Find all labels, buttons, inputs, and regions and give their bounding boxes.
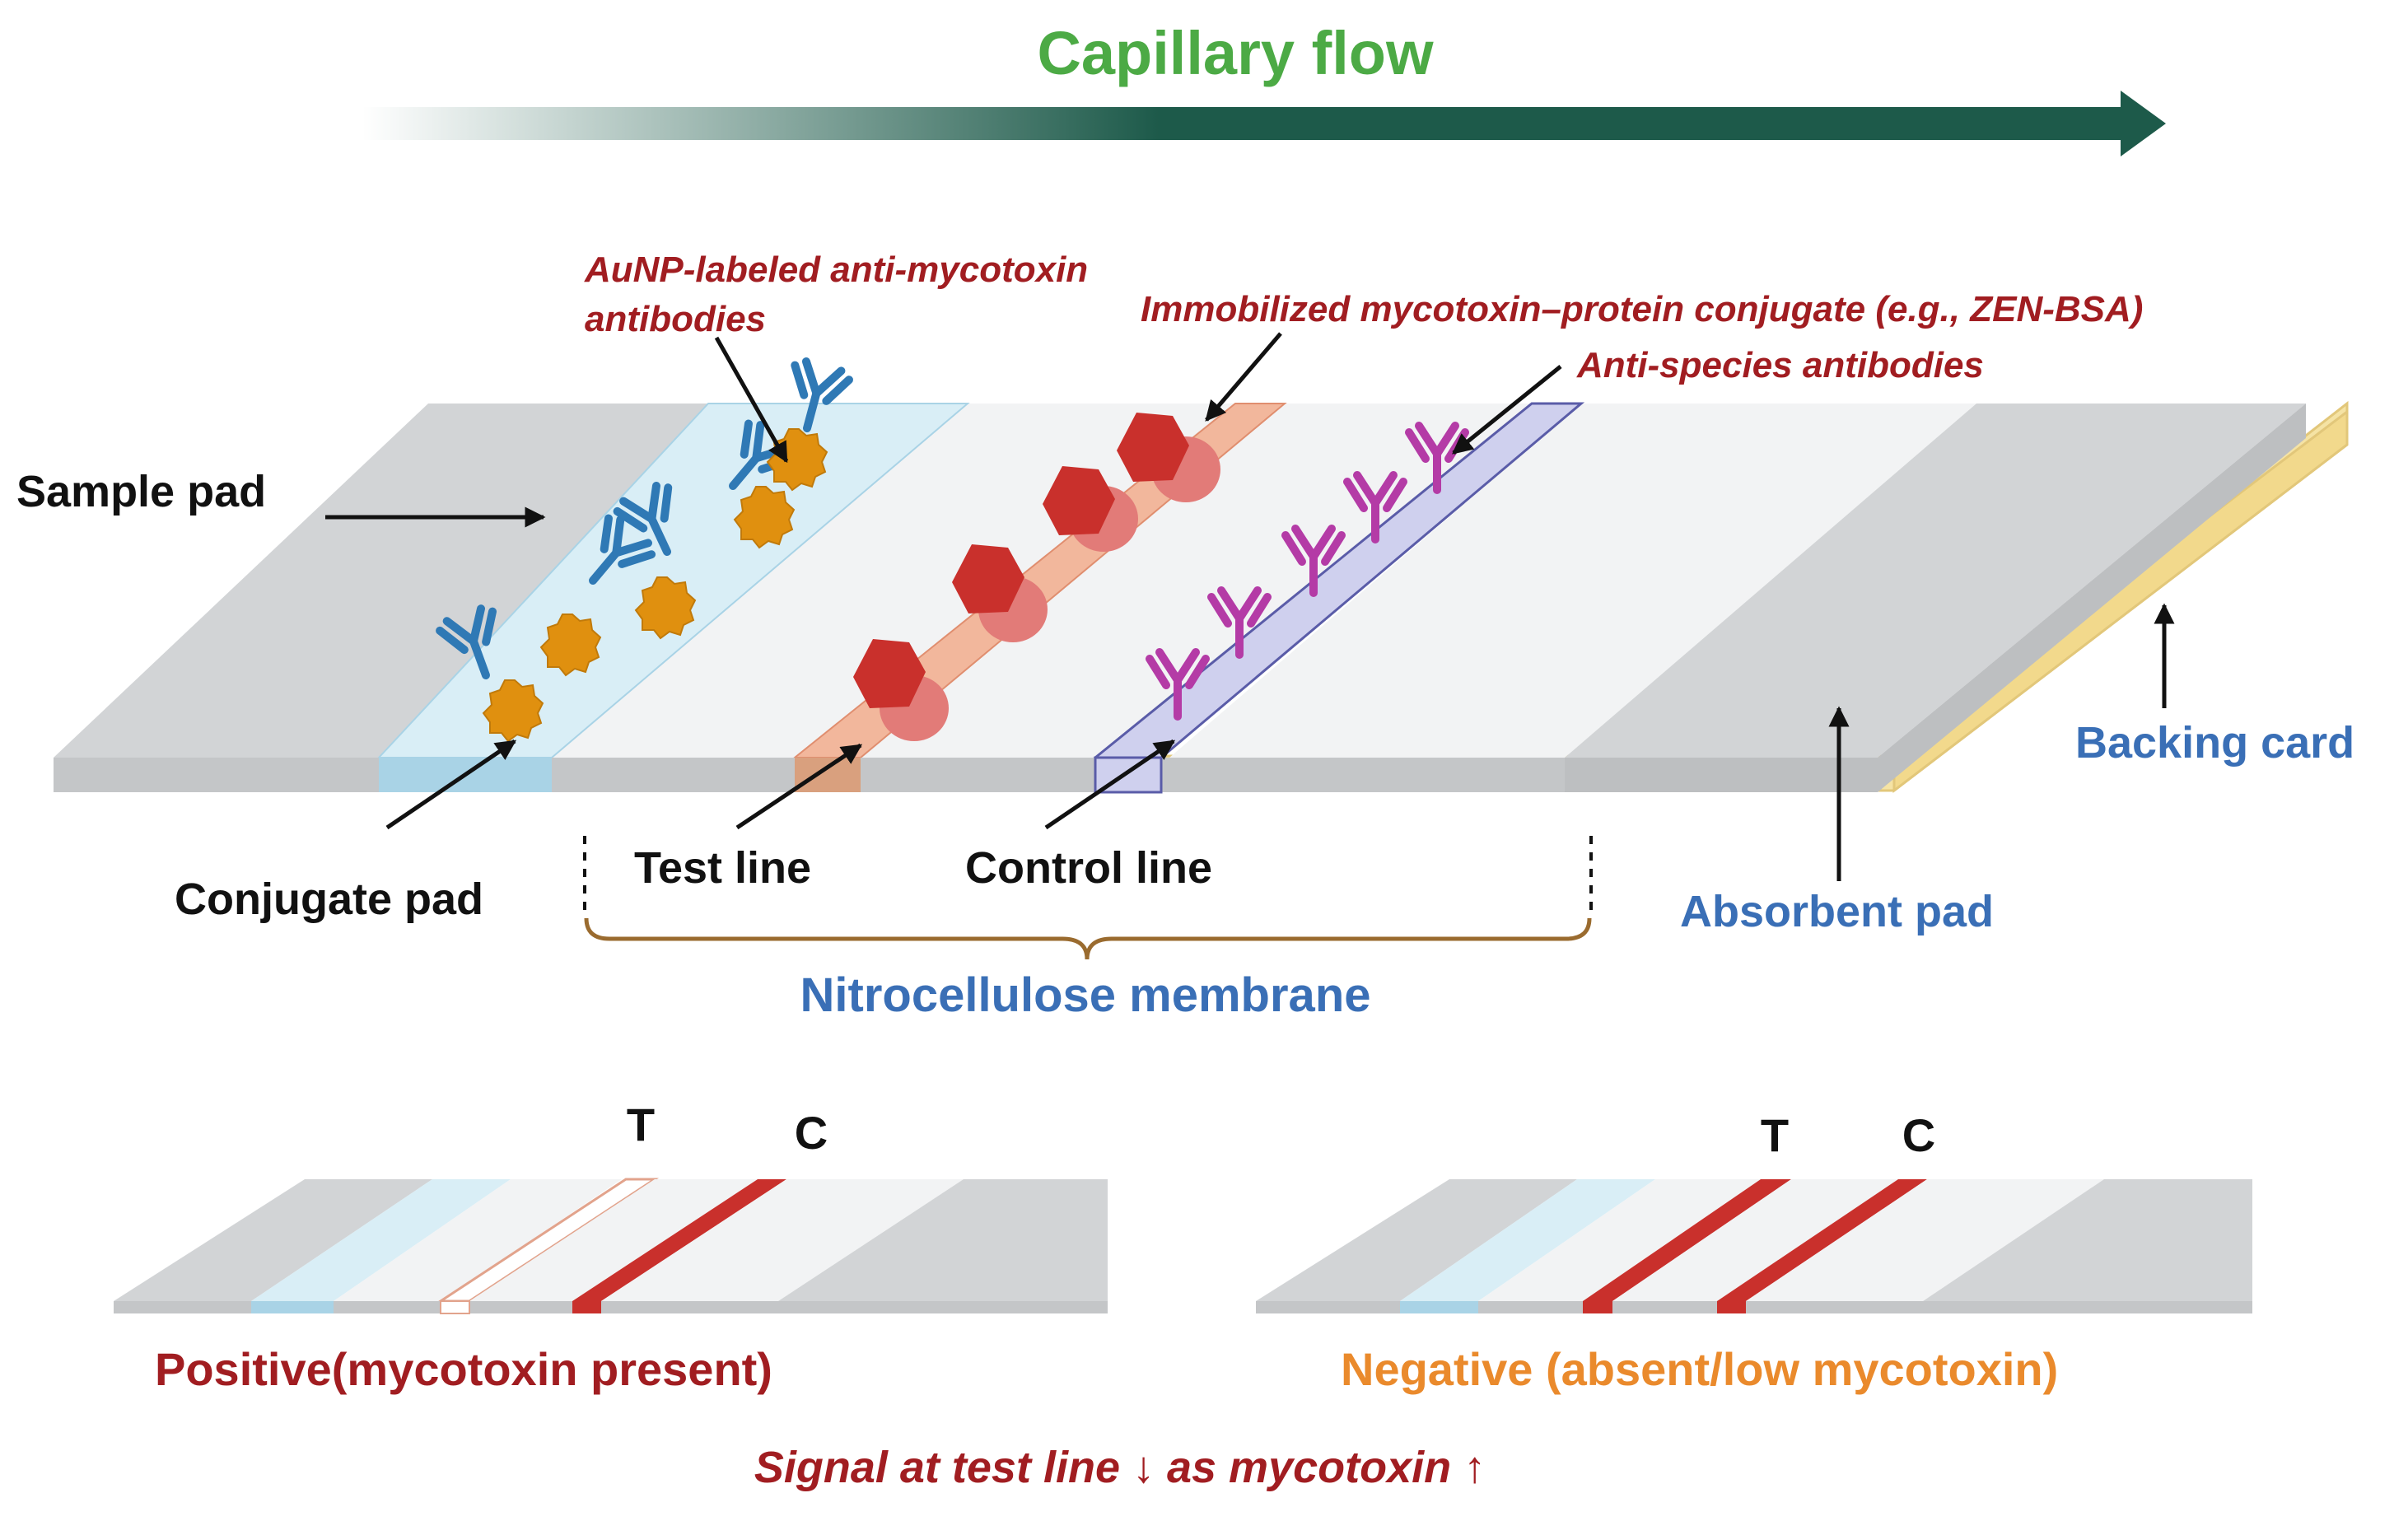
- aunp-label-line2: antibodies: [585, 299, 766, 339]
- immobilized-label: Immobilized mycotoxin–protein conjugate …: [1141, 289, 2143, 329]
- capillary-flow-title: Capillary flow: [1037, 19, 1434, 87]
- sample-pad-label: Sample pad: [16, 467, 266, 516]
- absorbent-pad-surface: [1565, 404, 2306, 758]
- negative-test-line: [1583, 1179, 1791, 1301]
- absorbent-pad-label: Absorbent pad: [1680, 887, 1994, 936]
- nitrocellulose-brace: [583, 836, 1593, 960]
- strip-top-surface: [54, 404, 708, 758]
- immobilized-conjugates: [853, 413, 1220, 741]
- flow-arrow: [362, 91, 2166, 156]
- positive-t-label: T: [627, 1099, 655, 1150]
- positive-strip: [114, 1178, 1108, 1314]
- conjugate-pad-label: Conjugate pad: [175, 875, 483, 924]
- positive-control-line: [572, 1179, 786, 1301]
- positive-c-label: C: [795, 1107, 828, 1159]
- control-line-label: Control line: [965, 843, 1212, 893]
- positive-caption: Positive(mycotoxin present): [155, 1343, 772, 1395]
- nitrocellulose-label: Nitrocellulose membrane: [800, 968, 1371, 1022]
- negative-control-line: [1717, 1179, 1927, 1301]
- signal-footer: Signal at test line ↓ as mycotoxin ↑: [754, 1443, 1486, 1492]
- negative-caption: Negative (absent/low mycotoxin): [1341, 1343, 2058, 1395]
- aunp-label-line1: AuNP-labeled anti-mycotoxin: [584, 250, 1088, 290]
- negative-t-label: T: [1761, 1109, 1789, 1161]
- backing-card-label: Backing card: [2075, 718, 2354, 768]
- negative-c-label: C: [1902, 1109, 1935, 1161]
- anti-species-label: Anti-species antibodies: [1576, 345, 1984, 385]
- test-line-label: Test line: [634, 843, 811, 893]
- negative-strip: [1256, 1179, 2252, 1313]
